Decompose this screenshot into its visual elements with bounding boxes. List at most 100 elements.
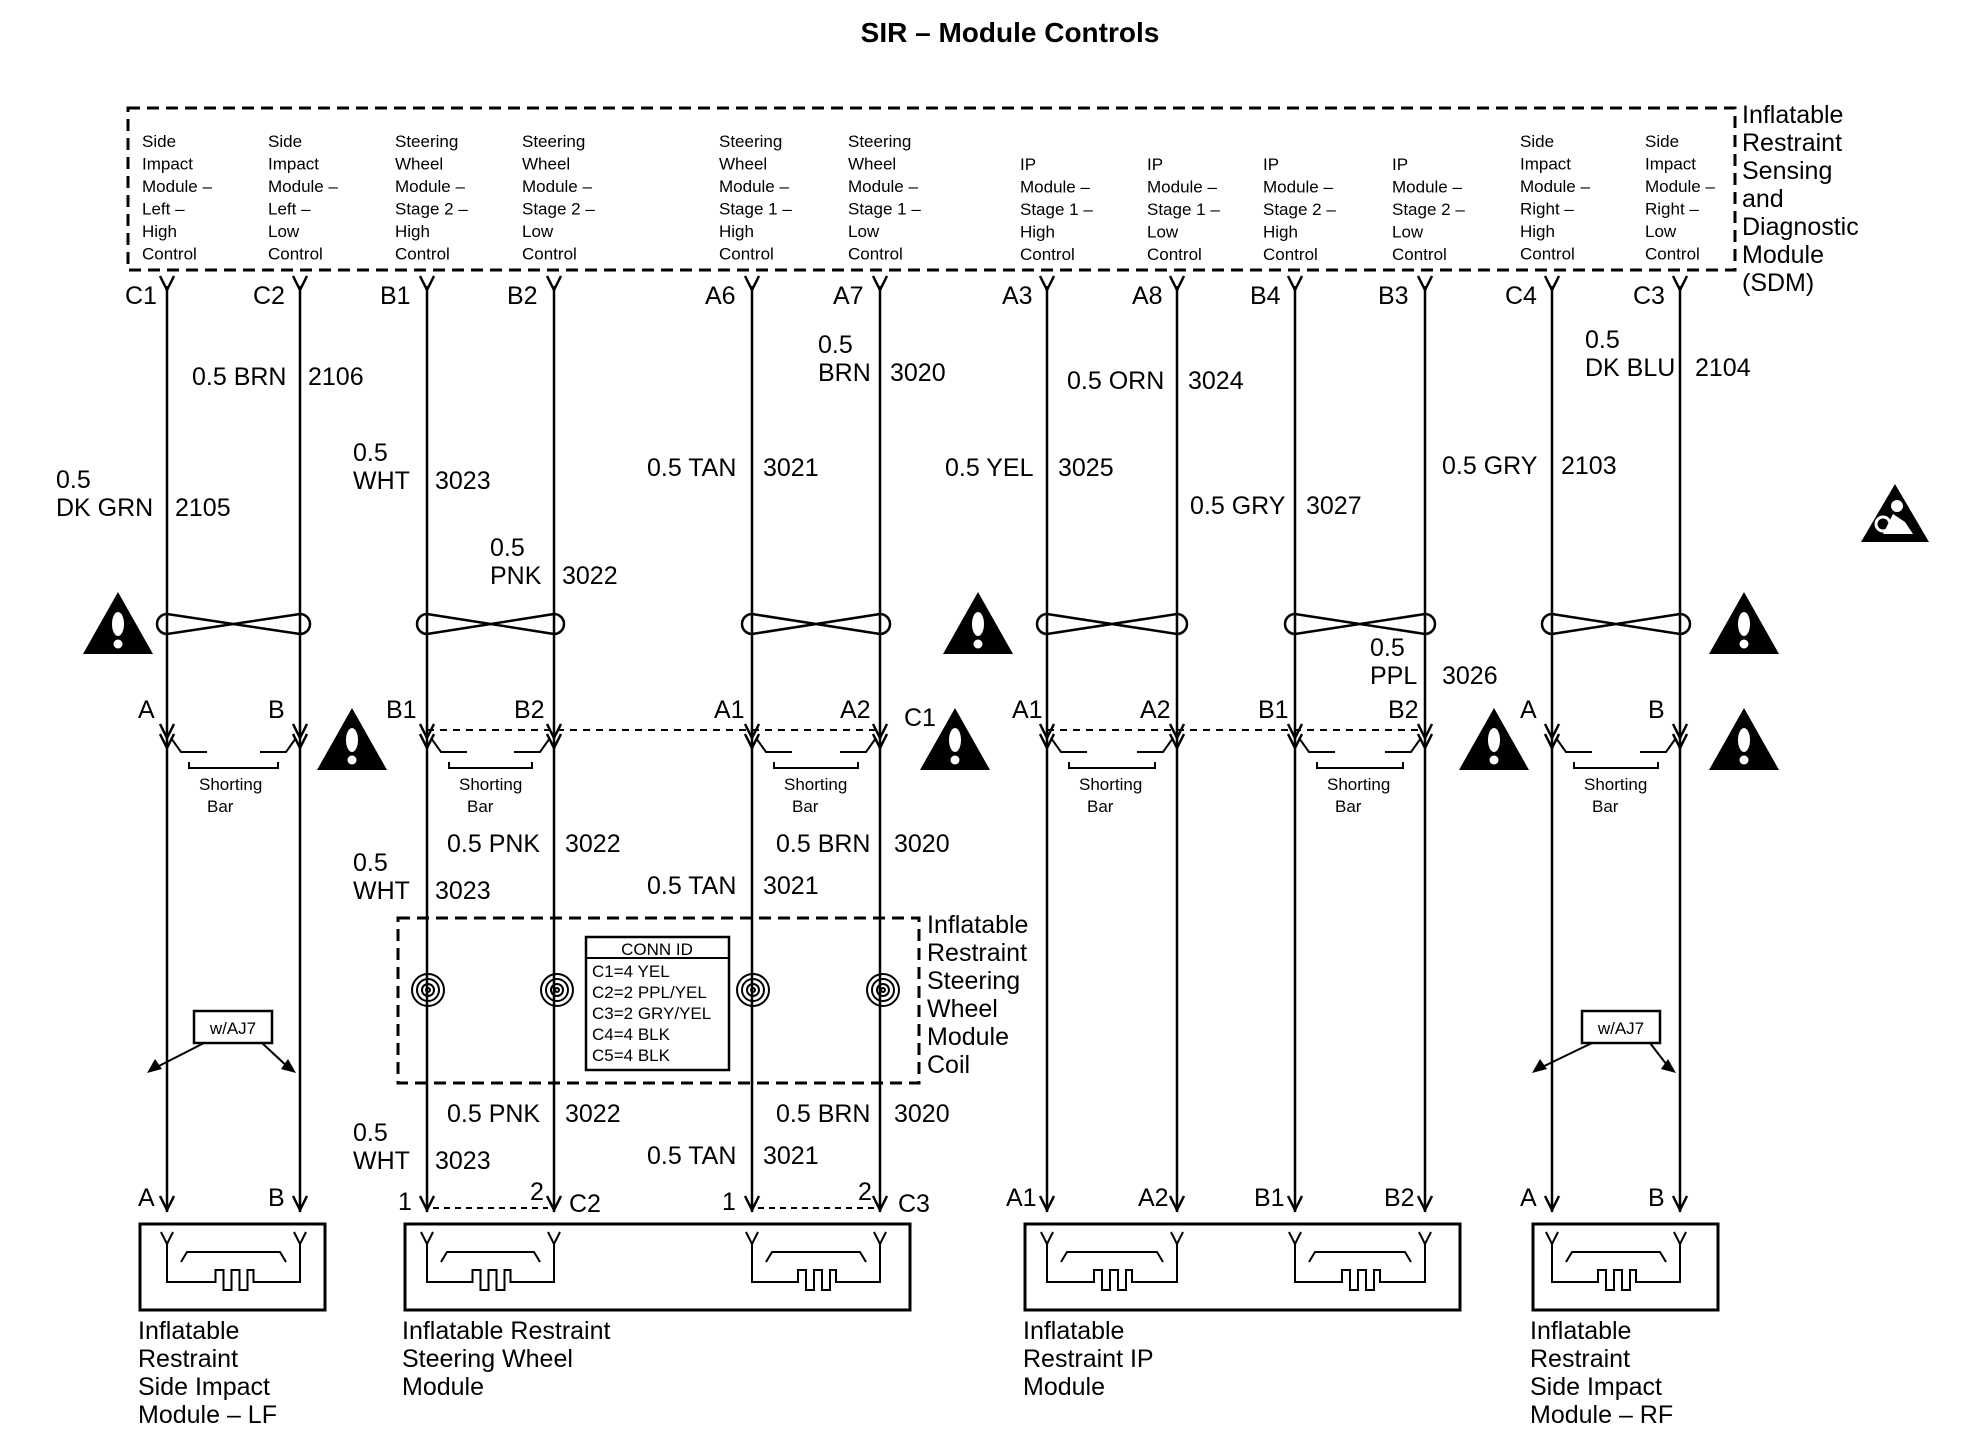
sdm-pin-desc-line: Impact: [268, 155, 319, 174]
sdm-pin-desc-line: Module –: [1020, 178, 1090, 197]
twisted-pair-icon: [155, 612, 312, 636]
wire-circuit-label: 3023: [435, 877, 491, 905]
wire-circuit-label: 2105: [175, 494, 231, 522]
module-name-line: Inflatable Restraint: [402, 1317, 611, 1345]
sdm-pin-desc-line: Low: [268, 222, 300, 241]
connector-pin-label: A: [138, 696, 155, 724]
sdm-pin-desc-line: High: [1020, 223, 1055, 242]
wire-circuit-label: 3025: [1058, 454, 1114, 482]
wire-color-label: PPL: [1370, 662, 1417, 690]
connector-pin-label: C1: [904, 704, 936, 732]
wire-color-label: 0.5 GRY: [1190, 492, 1286, 520]
wire-circuit-label: 3020: [894, 1100, 950, 1128]
connector-pin-label: A2: [840, 696, 871, 724]
module-pin-label: C3: [898, 1190, 930, 1218]
sdm-pin-desc-line: High: [395, 222, 430, 241]
coil-name-line: Inflatable: [927, 911, 1028, 939]
twisted-pair-icon: [415, 612, 566, 636]
module-pin-label: B1: [1254, 1184, 1285, 1212]
sdm-pin-desc-line: Low: [848, 222, 880, 241]
connector-pin-label: A: [1520, 696, 1537, 724]
module-pin-label: A: [1520, 1184, 1537, 1212]
sdm-pin-desc-line: Steering: [848, 132, 911, 151]
sdm-pin-desc-line: Stage 1 –: [1020, 200, 1093, 219]
wire-circuit-label: 3023: [435, 467, 491, 495]
sdm-pin-desc-line: IP: [1263, 155, 1279, 174]
wire-lines: [165, 286, 1682, 1212]
squib-connector-icon: [1545, 1231, 1687, 1291]
wire-circuit-label: 2106: [308, 363, 364, 391]
connector-pin-label: B1: [1258, 696, 1289, 724]
twisted-pair-icon: [1283, 612, 1437, 636]
sdm-pin-desc-line: Control: [1392, 245, 1447, 264]
wire-circuit-label: 3021: [763, 1142, 819, 1170]
shorting-bar-label: Bar: [1592, 797, 1619, 816]
wire-color-label: 0.5 GRY: [1442, 452, 1538, 480]
squib-connector-icon: [420, 1231, 561, 1291]
module-name-line: Module: [402, 1373, 484, 1401]
shorting-bar-label: Shorting: [1079, 775, 1142, 794]
wire-circuit-label: 3020: [894, 830, 950, 858]
sdm-pin-desc-line: Module –: [268, 177, 338, 196]
connector-pin-label: B1: [386, 696, 417, 724]
conn-id-entry: C4=4 BLK: [592, 1025, 671, 1044]
coil-name-line: Coil: [927, 1051, 970, 1079]
sdm-name-line: Inflatable: [1742, 101, 1843, 129]
module-name-line: Restraint: [138, 1345, 238, 1373]
sdm-pin-label: B1: [380, 282, 411, 310]
sdm-pin-desc-line: Right –: [1645, 200, 1699, 219]
conn-id-box: [584, 935, 731, 1072]
shorting-bar-label: Shorting: [199, 775, 262, 794]
sdm-pin-label: C2: [253, 282, 285, 310]
sdm-pin-label: C3: [1633, 282, 1665, 310]
sdm-pin-desc-line: Steering: [395, 132, 458, 151]
option-tag: w/AJ7: [147, 1009, 296, 1073]
wire-color-label: 0.5: [818, 331, 853, 359]
module-name-line: Module – LF: [138, 1401, 277, 1429]
wire-circuit-label: 2103: [1561, 452, 1617, 480]
module-pin-label: B: [268, 1184, 285, 1212]
sdm-pin-desc-line: Left –: [268, 200, 311, 219]
wire-color-label: WHT: [353, 467, 410, 495]
sdm-pin-desc-line: Control: [719, 245, 774, 264]
shorting-bar-label: Bar: [1335, 797, 1362, 816]
squib-connector-icon: [745, 1231, 887, 1291]
squib-connector-icon: [1288, 1231, 1432, 1291]
sdm-pin-desc-line: Stage 2 –: [1263, 200, 1336, 219]
wire-color-label: WHT: [353, 1147, 410, 1175]
shorting-bar-label: Bar: [467, 797, 494, 816]
sdm-pin-desc-line: Control: [1520, 245, 1575, 264]
sdm-name-line: Diagnostic: [1742, 213, 1859, 241]
sdm-pin-desc-line: Low: [1392, 223, 1424, 242]
sdm-pin-desc-line: High: [719, 222, 754, 241]
wire-circuit-label: 2104: [1695, 354, 1751, 382]
wire-circuit-label: 3024: [1188, 367, 1244, 395]
sdm-pin-label: C4: [1505, 282, 1537, 310]
sdm-pin-desc-line: Module –: [719, 177, 789, 196]
sdm-pin-desc-line: Impact: [1520, 155, 1571, 174]
sdm-pin-desc-line: Impact: [1645, 155, 1696, 174]
sdm-pin-desc-line: Low: [522, 222, 554, 241]
shorting-bar-label: Shorting: [1584, 775, 1647, 794]
connector-pin-label: B2: [514, 696, 545, 724]
wire-color-label: 0.5 PNK: [447, 830, 540, 858]
module-name-line: Module: [1023, 1373, 1105, 1401]
warning-triangle-icon: [1709, 592, 1779, 654]
shorting-bar-label: Bar: [792, 797, 819, 816]
squib-coil-icon: [866, 973, 900, 1007]
wire-circuit-label: 3022: [565, 1100, 621, 1128]
squib-coil-icon: [736, 973, 770, 1007]
sdm-pin-desc-line: Control: [1263, 245, 1318, 264]
squib-coil-icon: [411, 973, 445, 1007]
wire-circuit-label: 3027: [1306, 492, 1362, 520]
shorting-bar-label: Bar: [207, 797, 234, 816]
